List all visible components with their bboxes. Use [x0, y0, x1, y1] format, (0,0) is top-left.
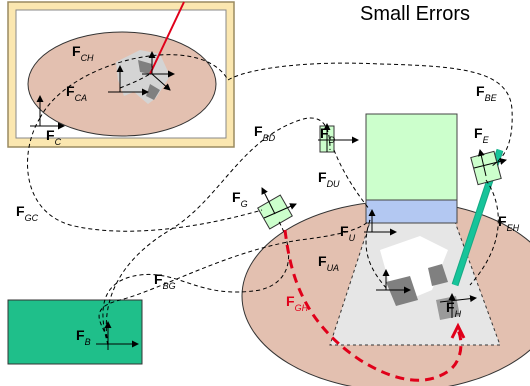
label-f-eh: FEH — [498, 213, 520, 233]
label-f-d: FD — [320, 125, 336, 145]
transform-paths — [27, 54, 513, 346]
coordinate-frames — [30, 51, 507, 350]
label-f-ch: FCH — [72, 43, 94, 63]
label-f-g: FG — [232, 189, 248, 209]
camera-lens-strip — [365, 199, 458, 224]
label-f-be: FBE — [476, 83, 498, 103]
label-f-b: FB — [76, 327, 91, 347]
label-f-u: FU — [340, 223, 356, 243]
robot-base — [7, 299, 143, 365]
label-f-gh: FGH — [286, 293, 309, 313]
label-f-bg: FBG — [154, 271, 176, 291]
camera-tool-line — [149, 1, 185, 75]
camera-block — [365, 113, 458, 201]
label-f-h: FH — [446, 299, 462, 319]
label-f-ca: FCA — [66, 83, 87, 103]
label-f-ua: FUA — [318, 253, 339, 273]
label-f-e: FE — [474, 125, 490, 145]
page-title: Small Errors — [360, 3, 470, 25]
label-f-c: FC — [46, 127, 62, 147]
label-f-gc: FGC — [16, 203, 39, 223]
marker-g-box — [257, 194, 293, 230]
camera-view-panel — [7, 1, 235, 148]
label-f-bd: FBD — [254, 123, 276, 143]
label-f-du: FDU — [318, 169, 340, 189]
